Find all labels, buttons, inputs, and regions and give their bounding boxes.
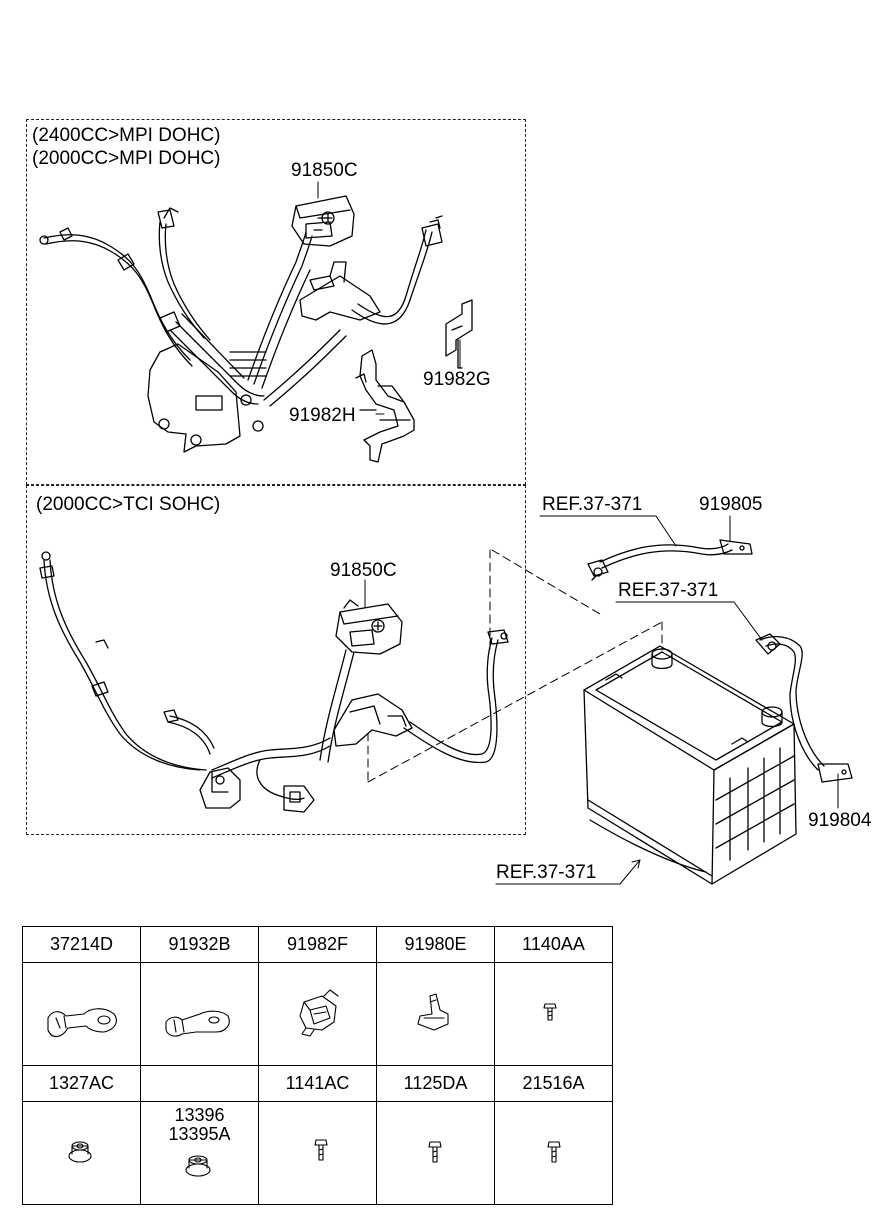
part-image-37214d[interactable]: [22, 962, 141, 1066]
battery-guide-lines: [367, 549, 663, 783]
section-top-line-1: (2400CC>MPI DOHC): [32, 125, 221, 146]
cable-919805: [587, 539, 753, 581]
part-label-91982f[interactable]: 91982F: [258, 926, 377, 963]
section-top-line-2: (2000CC>MPI DOHC): [32, 148, 221, 169]
part-label-1141ac[interactable]: 1141AC: [258, 1065, 377, 1102]
part-label-1125da[interactable]: 1125DA: [376, 1065, 495, 1102]
bracket-91982h: [355, 349, 415, 463]
label-ref-battery[interactable]: REF.37-371: [496, 862, 597, 883]
section-frame-top: [26, 119, 526, 485]
part-sublabel-13396[interactable]: 13396: [174, 1105, 225, 1125]
part-image-13396[interactable]: 13396 13395A: [140, 1101, 259, 1205]
battery: [583, 645, 797, 885]
label-top-harness[interactable]: 91850C: [291, 160, 358, 181]
part-label-1327ac[interactable]: 1327AC: [22, 1065, 141, 1102]
bottom-wire-harness: [39, 551, 509, 813]
part-image-1140aa[interactable]: [494, 962, 613, 1066]
part-label-empty: [140, 1065, 259, 1102]
section-bottom-line-1: (2000CC>TCI SOHC): [36, 494, 221, 515]
part-sublabels: 13396 13395A: [141, 1106, 258, 1144]
part-image-1125da[interactable]: [376, 1101, 495, 1205]
leader-lines: [317, 181, 839, 885]
label-ref-top[interactable]: REF.37-371: [542, 494, 643, 515]
part-image-91932b[interactable]: [140, 962, 259, 1066]
label-bracket-g[interactable]: 91982G: [423, 369, 491, 390]
top-wire-harness: [39, 195, 443, 453]
cable-919804: [755, 633, 853, 783]
part-image-1141ac[interactable]: [258, 1101, 377, 1205]
parts-table: 37214D 91932B 91982F 91980E 1140AA 1327A…: [22, 926, 613, 1205]
part-sublabel-13395a[interactable]: 13395A: [168, 1124, 231, 1144]
part-image-21516a[interactable]: [494, 1101, 613, 1205]
label-ref-mid[interactable]: REF.37-371: [618, 580, 719, 601]
bracket-91982g: [445, 299, 473, 369]
part-image-91982f[interactable]: [258, 962, 377, 1066]
part-label-91932b[interactable]: 91932B: [140, 926, 259, 963]
part-image-1327ac[interactable]: [22, 1101, 141, 1205]
part-label-91980e[interactable]: 91980E: [376, 926, 495, 963]
label-bottom-harness[interactable]: 91850C: [330, 560, 397, 581]
part-image-91980e[interactable]: [376, 962, 495, 1066]
label-cable-right[interactable]: 919804: [808, 810, 872, 831]
label-bracket-h[interactable]: 91982H: [289, 405, 356, 426]
part-cell-13396: 13396 13395A: [141, 1102, 258, 1204]
part-label-21516a[interactable]: 21516A: [494, 1065, 613, 1102]
section-frame-bottom: [26, 485, 526, 835]
part-label-1140aa[interactable]: 1140AA: [494, 926, 613, 963]
label-cable-top[interactable]: 919805: [699, 494, 763, 515]
part-label-37214d[interactable]: 37214D: [22, 926, 141, 963]
